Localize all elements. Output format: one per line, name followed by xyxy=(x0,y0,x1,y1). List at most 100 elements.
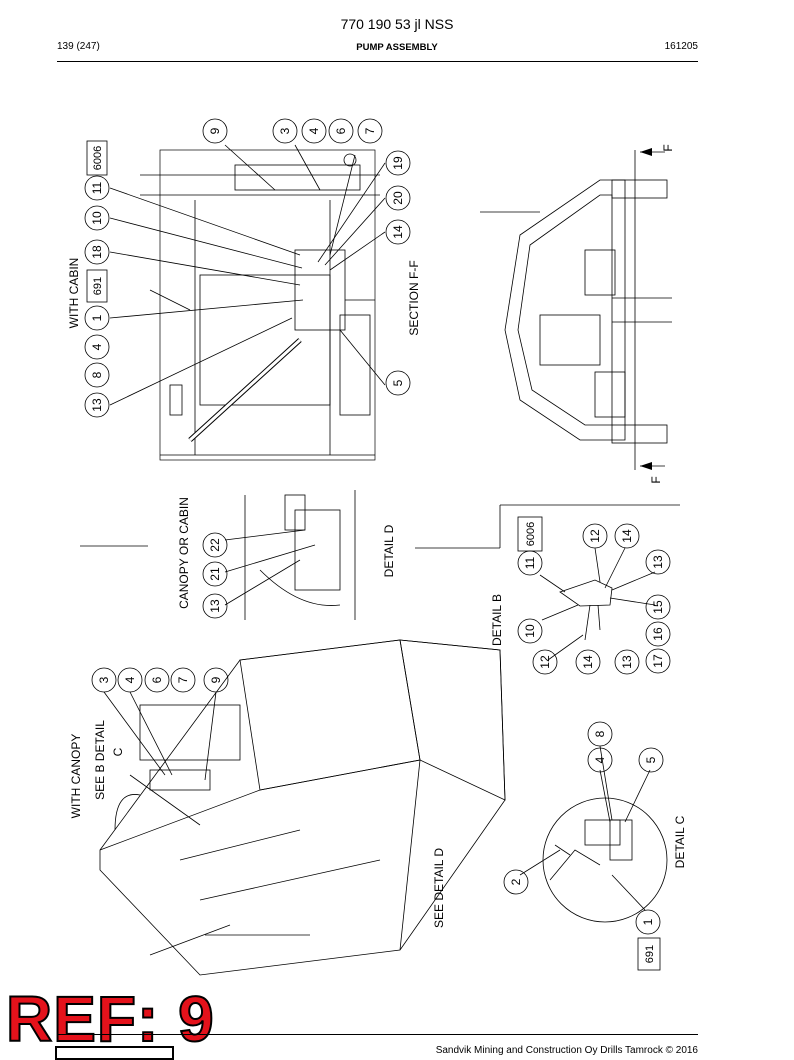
document-number: 770 190 53 jl NSS xyxy=(340,16,454,32)
label-f-bottom: F xyxy=(649,476,663,483)
balloon: 13 xyxy=(614,649,640,675)
detail-c-view xyxy=(519,745,668,923)
sandvik-logo xyxy=(55,1046,174,1060)
detail-d-view xyxy=(80,490,680,620)
svg-text:8: 8 xyxy=(90,371,104,378)
svg-text:7: 7 xyxy=(363,127,377,134)
svg-text:4: 4 xyxy=(593,756,607,763)
boxed-references: 6006 691 6006 691 xyxy=(86,140,661,971)
cabin-view xyxy=(109,144,386,461)
boxed-ref: 691 xyxy=(86,269,108,303)
balloon: 4 xyxy=(84,334,110,360)
balloon: 13 xyxy=(645,549,671,575)
balloon: 4 xyxy=(117,667,143,693)
balloon: 6 xyxy=(144,667,170,693)
section-ff-view xyxy=(480,148,672,470)
balloon: 14 xyxy=(385,219,411,245)
svg-text:1: 1 xyxy=(641,918,655,925)
label-c: C xyxy=(111,747,125,756)
revision-date: 161205 xyxy=(664,41,698,52)
balloon: 8 xyxy=(84,362,110,388)
svg-text:14: 14 xyxy=(620,529,634,543)
balloon: 8 xyxy=(587,721,613,747)
boxed-ref: 6006 xyxy=(517,516,543,552)
svg-text:13: 13 xyxy=(620,655,634,669)
balloon: 22 xyxy=(202,532,228,558)
balloon: 18 xyxy=(84,239,110,265)
svg-text:12: 12 xyxy=(588,529,602,543)
balloon: 14 xyxy=(614,523,640,549)
balloon: 7 xyxy=(170,667,196,693)
header-rule xyxy=(57,61,698,62)
balloon: 3 xyxy=(91,667,117,693)
balloon: 17 xyxy=(645,648,671,674)
svg-text:3: 3 xyxy=(278,127,292,134)
balloon: 7 xyxy=(357,118,383,144)
balloon: 11 xyxy=(517,550,543,576)
svg-text:14: 14 xyxy=(581,655,595,669)
balloon: 20 xyxy=(385,185,411,211)
label-with-canopy: WITH CANOPY xyxy=(69,734,83,819)
boxed-ref: 691 xyxy=(637,937,661,971)
label-f-top: F xyxy=(661,144,675,151)
balloon: 3 xyxy=(272,118,298,144)
balloon: 14 xyxy=(575,649,601,675)
svg-text:22: 22 xyxy=(208,538,222,552)
label-detail-d: DETAIL D xyxy=(382,524,396,577)
svg-text:4: 4 xyxy=(123,676,137,683)
svg-text:7: 7 xyxy=(176,676,190,683)
svg-text:4: 4 xyxy=(90,343,104,350)
canopy-view xyxy=(99,639,506,976)
label-detail-c: DETAIL C xyxy=(673,815,687,868)
footer-copyright: Sandvik Mining and Construction Oy Drill… xyxy=(435,1045,698,1056)
balloon: 4 xyxy=(587,747,613,773)
balloon: 19 xyxy=(385,150,411,176)
balloon: 9 xyxy=(203,667,229,693)
svg-text:14: 14 xyxy=(391,225,405,239)
footer-rule xyxy=(57,1034,698,1035)
svg-text:6: 6 xyxy=(150,676,164,683)
balloon: 12 xyxy=(582,523,608,549)
balloon: 5 xyxy=(385,370,411,396)
balloon: 15 xyxy=(645,594,671,620)
detail-b-view xyxy=(539,547,656,661)
svg-text:13: 13 xyxy=(651,555,665,569)
svg-text:18: 18 xyxy=(90,245,104,259)
balloon: 11 xyxy=(84,175,110,201)
svg-text:13: 13 xyxy=(208,599,222,613)
balloon: 13 xyxy=(202,593,228,619)
callout-balloons: 9 3 4 6 7 11 10 18 1 4 8 13 19 20 14 5 2… xyxy=(84,118,671,935)
page-title: PUMP ASSEMBLY xyxy=(356,42,438,53)
label-section-ff: SECTION F-F xyxy=(407,260,421,335)
balloon: 16 xyxy=(645,621,671,647)
svg-text:10: 10 xyxy=(90,211,104,225)
svg-text:17: 17 xyxy=(651,654,665,668)
svg-text:1: 1 xyxy=(90,314,104,321)
svg-text:19: 19 xyxy=(391,156,405,170)
balloon: 21 xyxy=(202,561,228,587)
svg-text:13: 13 xyxy=(90,398,104,412)
svg-text:691: 691 xyxy=(92,277,104,295)
view-labels: WITH CABIN SECTION F-F F F CANOPY OR CAB… xyxy=(67,144,687,928)
balloon: 1 xyxy=(84,305,110,331)
balloon: 2 xyxy=(503,869,529,895)
boxed-ref: 6006 xyxy=(86,140,108,176)
balloon: 10 xyxy=(84,205,110,231)
svg-text:6006: 6006 xyxy=(525,522,537,546)
balloon: 13 xyxy=(84,392,110,418)
svg-text:16: 16 xyxy=(651,627,665,641)
label-see-detail-d: SEE DETAIL D xyxy=(432,848,446,928)
svg-text:5: 5 xyxy=(391,379,405,386)
svg-text:11: 11 xyxy=(90,181,104,194)
label-with-cabin: WITH CABIN xyxy=(67,258,81,329)
svg-text:3: 3 xyxy=(97,676,111,683)
svg-text:9: 9 xyxy=(208,127,222,134)
balloon: 10 xyxy=(517,618,543,644)
balloon: 1 xyxy=(635,909,661,935)
ref-stamp: REF: 9 xyxy=(5,982,215,1056)
svg-text:11: 11 xyxy=(523,556,537,569)
label-canopy-or-cabin: CANOPY OR CABIN xyxy=(177,497,191,609)
svg-text:10: 10 xyxy=(523,624,537,638)
svg-text:6: 6 xyxy=(334,127,348,134)
svg-text:4: 4 xyxy=(307,127,321,134)
